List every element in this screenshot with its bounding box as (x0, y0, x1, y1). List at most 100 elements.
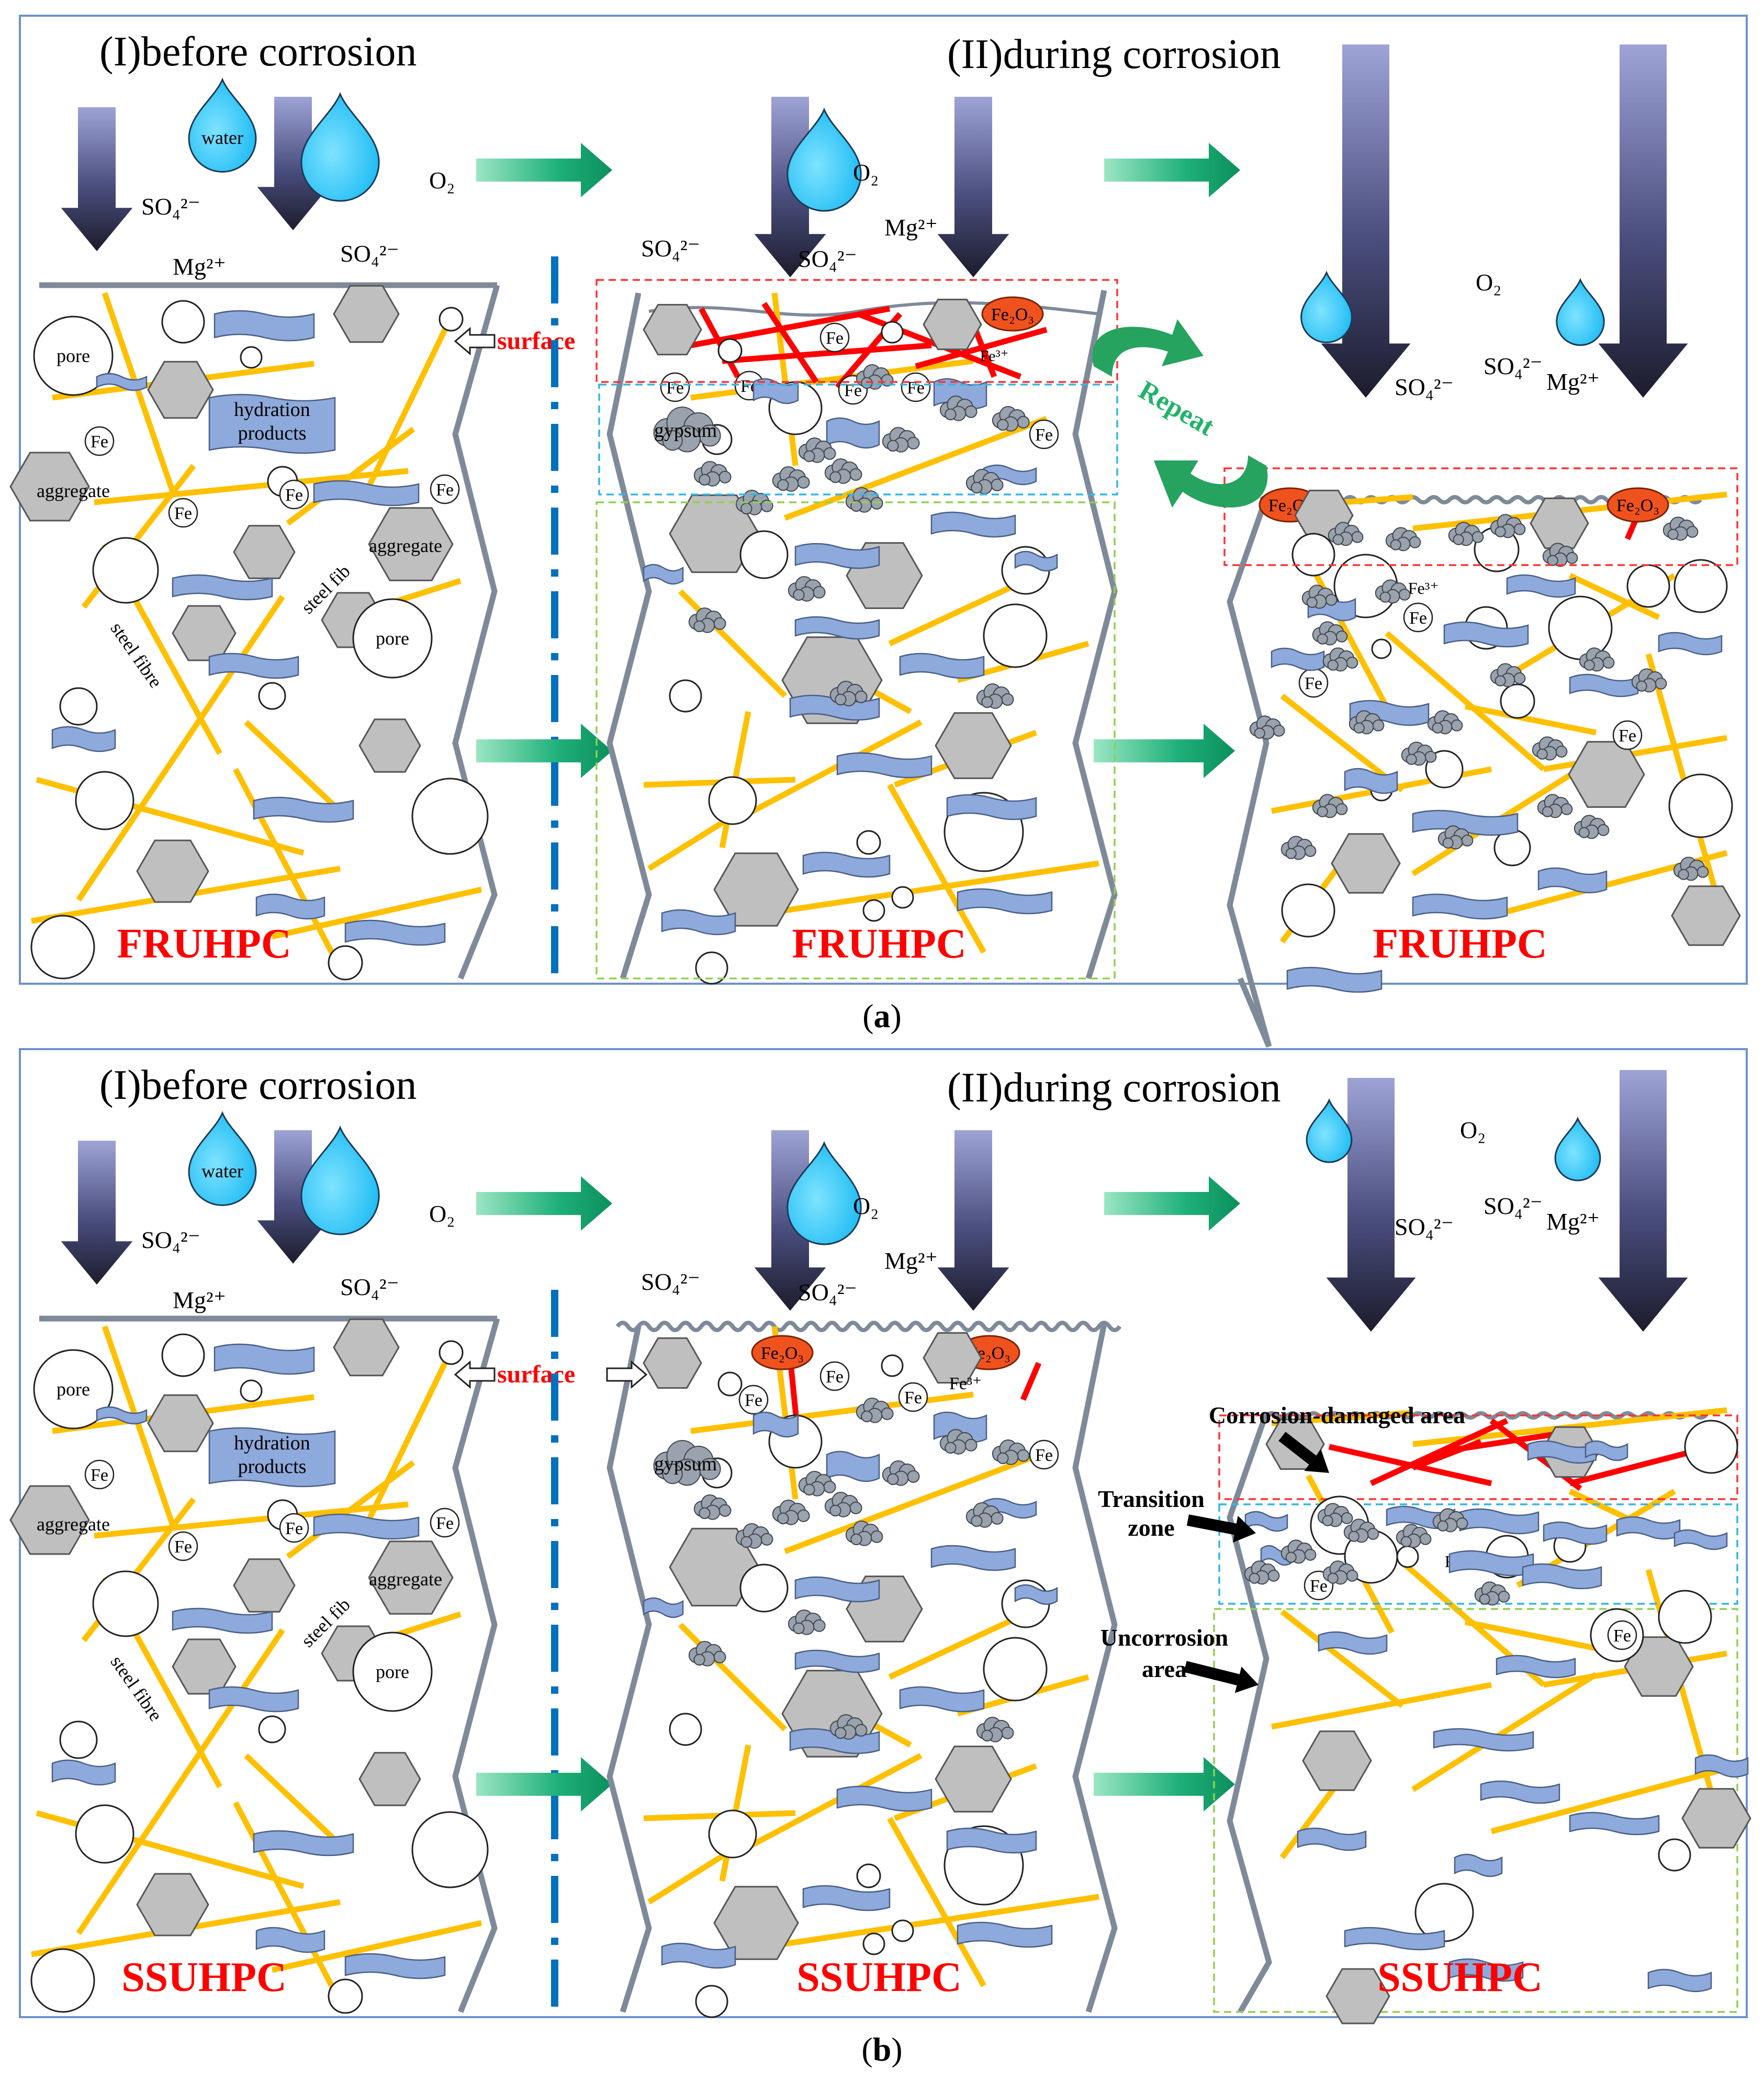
gypsum-lobe (813, 586, 826, 599)
ion-label: Mg²⁺ (173, 253, 226, 280)
steel-fibre (94, 1501, 409, 1539)
gypsum-lobe (997, 1452, 1009, 1465)
hydration-product (899, 1686, 985, 1713)
corrosion-damaged-label: Corrosion-damaged area (1209, 1402, 1465, 1428)
gypsum-crystal (1322, 647, 1358, 672)
process-arrow (1094, 724, 1235, 778)
gypsum-lobe (861, 377, 873, 389)
hydration-product (172, 574, 273, 601)
gypsum-lobe (1655, 678, 1667, 690)
process-arrow (1094, 1757, 1235, 1811)
aggregate-particle (923, 298, 982, 351)
pore (856, 1863, 881, 1888)
hydration-product (313, 1513, 420, 1540)
fe-label: Fe (745, 1391, 762, 1410)
fe-label: Fe (1305, 674, 1322, 693)
gypsum-lobe (835, 1727, 847, 1739)
pore (328, 1978, 363, 2014)
water-drop (1306, 1098, 1353, 1163)
caption-b-letter: b (872, 2031, 892, 2068)
gypsum-lobe (907, 436, 920, 449)
hydration-product (752, 1411, 799, 1438)
gypsum-lobe (1513, 672, 1526, 684)
ion-ingress-arrow (61, 1141, 133, 1285)
gypsum-crystal (965, 1502, 1004, 1528)
aggregate-particle (1325, 1968, 1390, 2024)
gypsum-lobe (1536, 748, 1548, 760)
fe-particle (430, 1507, 460, 1538)
ion-label: O₂ (1476, 269, 1501, 296)
aggregate-particle (923, 1332, 982, 1384)
gypsum-lobe (803, 1483, 815, 1496)
gypsum-crystal (735, 1523, 773, 1549)
transition-zone-box (1218, 1503, 1738, 1605)
gypsum-crystal (1574, 815, 1610, 839)
pore (258, 682, 286, 710)
gypsum-lobe (1285, 848, 1297, 859)
corroded-fibre (722, 342, 932, 364)
gypsum-crystal (1474, 1581, 1510, 1606)
gypsum-lobe (1398, 589, 1411, 601)
hydration-product (836, 752, 932, 779)
hydration-label: products (238, 1456, 307, 1478)
water-drop (787, 107, 862, 212)
pore (352, 1631, 433, 1712)
aggregate-particle (643, 1337, 702, 1389)
gypsum-crystal (976, 1717, 1014, 1742)
aggregate-particle (333, 285, 400, 343)
fe-particle (1403, 602, 1433, 633)
gypsum-lobe (1390, 539, 1401, 550)
steel-fibre (741, 1753, 923, 1852)
gypsum-lobe (964, 405, 977, 418)
gypsum-crystal (1322, 1560, 1358, 1585)
aggregate-particle (1530, 497, 1589, 549)
fe-particle (84, 426, 115, 456)
aggregate-particle (935, 1746, 1012, 1813)
surface-label: surface (497, 1360, 575, 1388)
fe-particle (819, 322, 850, 353)
hydration-product (96, 373, 148, 391)
hydration-product (1412, 893, 1508, 920)
gypsum-crystal (976, 683, 1014, 709)
ion-label: SO₄²⁻ (1484, 353, 1543, 379)
pore (717, 1371, 743, 1397)
hydration-product (1344, 768, 1398, 794)
gypsum-lobe (1419, 1533, 1432, 1545)
corroded-fibre (761, 301, 819, 384)
pointer-arrow-shaft (1186, 1514, 1237, 1535)
gypsum-lobe (855, 1724, 868, 1737)
gypsum-crystal (1532, 736, 1568, 761)
pore-label: pore (376, 628, 409, 649)
water-drop (787, 1141, 862, 1245)
gypsum-crystal (824, 458, 862, 484)
hydration-product (1286, 966, 1383, 993)
gypsum-lobe (1322, 1515, 1333, 1526)
aggregate-particle (9, 452, 90, 522)
pore (739, 530, 789, 579)
gypsum-lobe (1304, 1549, 1317, 1561)
steel-fibre (1280, 1609, 1405, 1708)
fe-label: Fe (174, 504, 192, 523)
fe-label: Fe (1035, 425, 1053, 445)
fe-particle (84, 1459, 115, 1490)
aggregate-particle (1671, 885, 1741, 946)
water-drop (300, 1125, 380, 1235)
pore (1500, 683, 1535, 719)
gypsum-lobe (740, 1536, 752, 1548)
hydration-product (1506, 574, 1576, 598)
aggregate-particle (9, 1485, 90, 1555)
gypsum-lobe (861, 1410, 873, 1423)
repeat-arrow-top (1092, 319, 1204, 377)
gypsum-crystal (856, 1398, 894, 1423)
gypsum-lobe (887, 1473, 899, 1486)
pore (881, 1354, 904, 1377)
ion-ingress-arrow (1598, 1070, 1688, 1332)
aggregate-label: aggregate (369, 535, 442, 556)
gypsum-lobe (1285, 1551, 1297, 1563)
fe-particle (1029, 419, 1059, 449)
corroded-fibre (1412, 1438, 1482, 1471)
hydration-product (1694, 1754, 1749, 1778)
hydration-product (1271, 647, 1325, 671)
hydration-product (752, 378, 799, 404)
hydration-product (794, 1649, 880, 1673)
